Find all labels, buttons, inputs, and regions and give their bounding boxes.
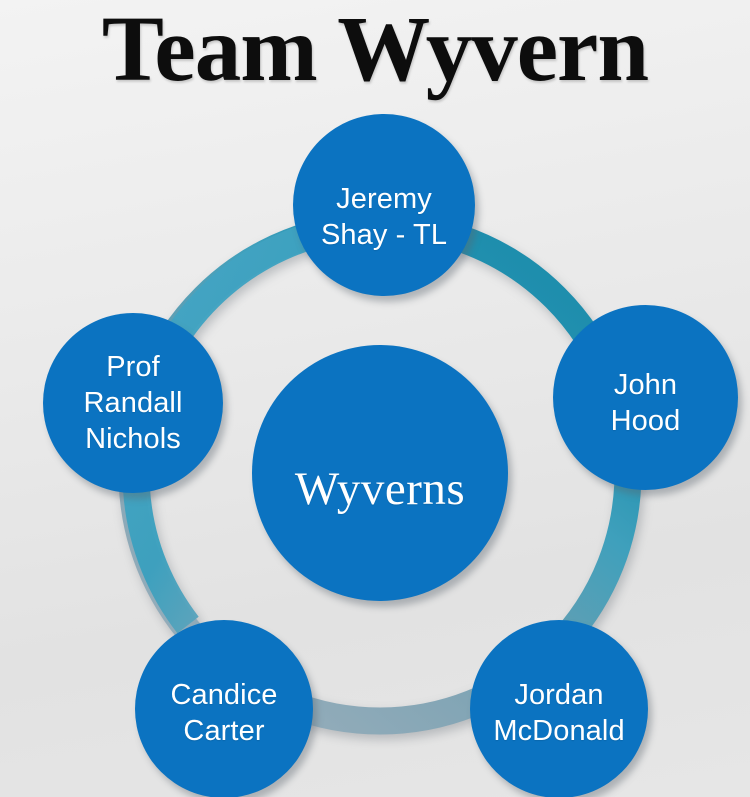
member-node-randall-nichols[interactable]: Prof Randall Nichols xyxy=(43,313,223,493)
member-node-label: John Hood xyxy=(610,368,681,437)
center-node[interactable]: Wyverns xyxy=(252,345,508,601)
center-node-label: Wyverns xyxy=(294,463,466,515)
page-title: Team Wyvern xyxy=(101,0,649,101)
member-node-label: Prof Randall Nichols xyxy=(83,351,183,455)
member-node-label: Candice Carter xyxy=(170,679,278,747)
member-node-label: Jordan McDonald xyxy=(493,679,625,747)
member-node-jeremy-shay[interactable]: Jeremy Shay - TL xyxy=(293,114,475,296)
member-node-jordan-mcdonald[interactable]: Jordan McDonald xyxy=(470,620,648,797)
member-node-candice-carter[interactable]: Candice Carter xyxy=(135,620,313,797)
member-node-john-hood[interactable]: John Hood xyxy=(553,305,738,490)
member-node-label: Jeremy Shay - TL xyxy=(320,183,448,251)
